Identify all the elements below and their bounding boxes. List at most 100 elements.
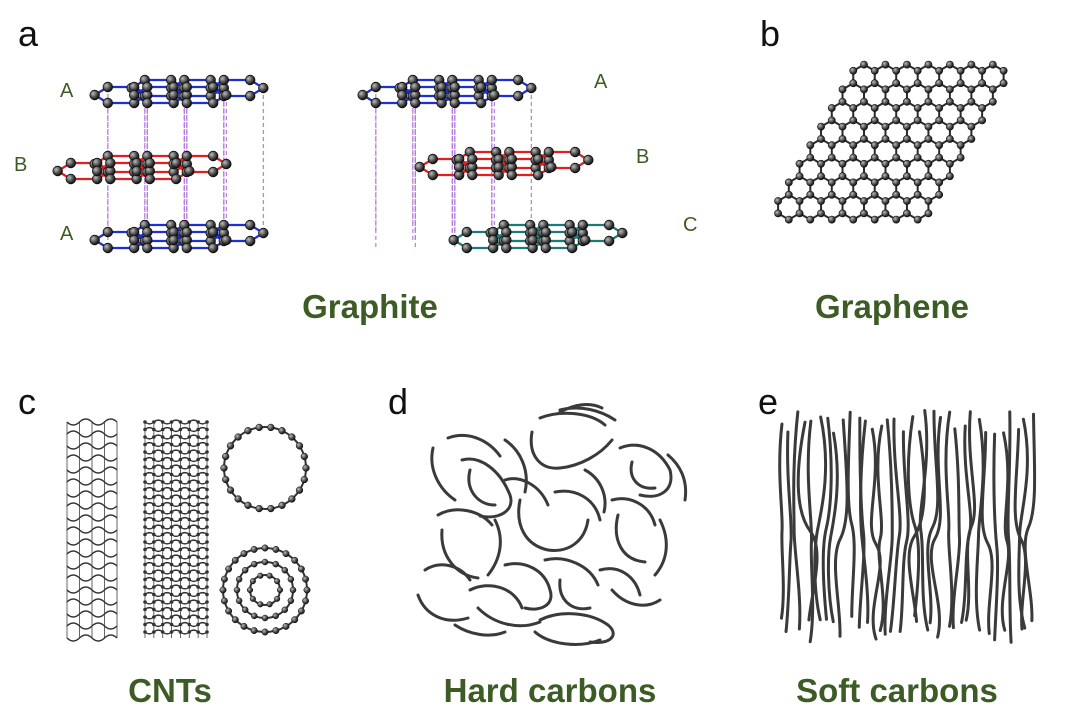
carbon-atom: [160, 562, 165, 567]
carbon-atom: [152, 457, 156, 462]
carbon-atom: [903, 97, 911, 106]
carbon-atom: [152, 630, 156, 634]
carbon-atom: [144, 173, 156, 185]
carbon-atom: [160, 555, 165, 559]
carbon-atom: [187, 427, 192, 432]
carbon-atom: [577, 219, 589, 231]
carbon-atom: [935, 178, 944, 187]
carbon-atom: [467, 169, 478, 181]
carbon-atom: [152, 495, 156, 499]
carbon-atom: [903, 60, 911, 69]
caption-soft-carbons: Soft carbons: [796, 672, 998, 709]
carbon-atom: [142, 242, 153, 254]
multi-wall-nanotube: [143, 419, 209, 638]
carbon-atom: [169, 532, 174, 537]
carbon-atom: [881, 97, 890, 106]
carbon-atom: [913, 66, 922, 75]
carbon-atom: [806, 190, 815, 199]
carbon-atom: [207, 150, 219, 162]
carbon-atom: [187, 577, 192, 582]
carbon-atom: [102, 97, 114, 109]
carbon-atom: [205, 487, 209, 492]
carbon-atom: [143, 607, 147, 612]
carbon-atom: [152, 472, 156, 477]
carbon-atom: [817, 122, 825, 131]
carbon-atom: [152, 592, 156, 597]
carbon-atom: [187, 480, 192, 484]
carbon-atom: [540, 226, 552, 238]
carbon-atom: [546, 161, 557, 173]
carbon-atom: [196, 577, 200, 582]
carbon-atom: [924, 135, 933, 143]
carbon-atom: [169, 435, 174, 439]
carbon-atom: [205, 592, 209, 597]
carbon-atom: [160, 592, 165, 597]
carbon-atom: [196, 465, 200, 469]
carbon-atom: [196, 487, 200, 492]
carbon-atom: [205, 472, 209, 477]
carbon-atom: [160, 457, 165, 462]
graphitic-strand: [907, 430, 926, 623]
carbon-atom: [187, 465, 192, 469]
carbon-atom: [978, 66, 987, 75]
carbon-atom: [160, 570, 165, 574]
carbon-atom: [806, 215, 815, 224]
carbon-atom: [187, 517, 192, 522]
layer-label-c: C: [683, 214, 697, 236]
carbon-atom: [806, 141, 815, 150]
carbon-atom: [160, 600, 165, 604]
tube-lattice-row: [144, 501, 208, 508]
graphitic-strand: [1023, 412, 1037, 623]
carbon-atom: [603, 235, 615, 247]
soft-carbon-structure: [778, 409, 1037, 644]
carbon-atom: [169, 427, 174, 432]
carbon-atom: [849, 79, 858, 88]
tube-lattice-row: [144, 464, 208, 470]
carbon-atom: [152, 562, 156, 567]
carbon-atom: [169, 562, 174, 567]
tube-lattice-row: [66, 514, 118, 522]
carbon-atom: [178, 450, 183, 454]
carbon-atom: [152, 517, 156, 522]
carbon-atom: [257, 572, 264, 579]
carbon-atom: [512, 74, 524, 86]
carbon-atom: [187, 622, 192, 627]
carbon-atom: [169, 615, 174, 619]
carbon-atom: [838, 209, 847, 218]
carbon-atom: [860, 85, 868, 94]
carbon-atom: [178, 622, 183, 627]
carbon-atom: [207, 242, 219, 254]
carbon-atom: [849, 190, 858, 199]
carbon-atom: [143, 450, 147, 454]
carbon-atom: [244, 501, 252, 509]
carbon-atom: [160, 525, 165, 529]
carbon-atom: [187, 570, 192, 574]
carbon-atom: [870, 215, 879, 224]
carbon-atom: [291, 556, 299, 564]
carbon-atom: [999, 79, 1008, 88]
carbon-atom: [988, 60, 997, 69]
tube-lattice-row: [66, 502, 118, 510]
carbon-atom: [267, 504, 275, 513]
carbon-atom: [806, 178, 815, 187]
carbon-atom: [257, 601, 264, 608]
carbon-atom: [178, 435, 183, 439]
carbon-atom: [838, 172, 847, 181]
carbon-atom: [860, 209, 868, 218]
graphite-abc-stack: [357, 74, 628, 254]
carbon-atom: [357, 89, 368, 101]
carbon-atom: [205, 495, 209, 499]
carbon-atom: [913, 215, 922, 224]
tube-lattice-row: [144, 426, 208, 433]
carbon-atom: [946, 85, 954, 94]
carbon-atom: [143, 480, 147, 484]
tube-lattice-row: [144, 606, 208, 613]
carbon-atom: [205, 517, 209, 522]
carbon-atom: [461, 226, 473, 238]
carbon-atom: [506, 153, 518, 165]
carbon-atom: [152, 435, 156, 439]
carbon-atom: [170, 157, 182, 169]
carbon-atom: [143, 487, 147, 492]
tube-lattice-row: [66, 478, 118, 486]
panel-letter-a: a: [18, 13, 39, 54]
